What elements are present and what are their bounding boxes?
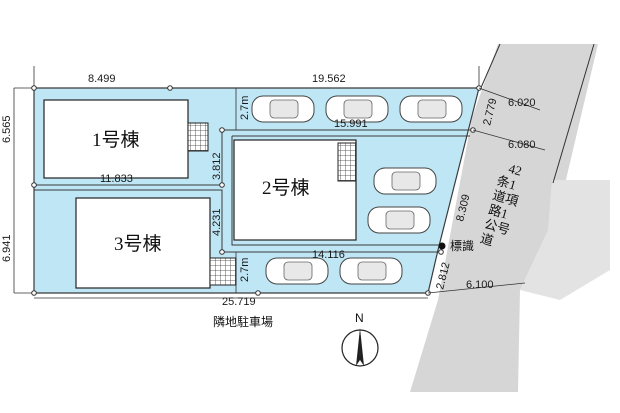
road-edge-upper — [479, 43, 501, 91]
road-area — [410, 44, 598, 392]
road-label-line: 公号 — [483, 216, 512, 238]
corner-dot — [31, 85, 37, 91]
neighbor-label: 隣地駐車場 — [213, 314, 273, 329]
north-arrow-icon — [341, 328, 379, 367]
dim-gap-upper: 3.812 — [211, 152, 223, 180]
road-label: 42 条1 道項 路1 公号 道 — [479, 161, 524, 249]
road-edge-right — [552, 43, 595, 184]
marker-label: 標識 — [450, 239, 474, 253]
building-3 — [75, 197, 211, 289]
marker-dot — [438, 242, 446, 250]
corner-dot — [438, 249, 444, 255]
building-1-label: 1号棟 — [92, 129, 140, 151]
road-label-line: 42 — [507, 161, 524, 179]
car-icon — [251, 95, 315, 123]
dim-lot2-bottom: 14.116 — [312, 249, 345, 261]
building-2-grid — [337, 142, 357, 182]
dim-parking-upper: 2.7m — [239, 96, 251, 120]
lot-division-2 — [34, 189, 441, 253]
dim-bottom: 25.719 — [222, 296, 256, 308]
lot-division-1 — [34, 129, 473, 186]
road-side-area — [520, 180, 610, 300]
building-3-label: 3号棟 — [114, 233, 162, 255]
car-icon — [373, 167, 437, 195]
corner-dot — [219, 249, 225, 255]
dim-road-width-top: 6.020 — [508, 97, 536, 109]
building-3-grid — [209, 257, 237, 286]
road-label-line: 条1 — [495, 173, 518, 193]
corner-dot — [255, 290, 261, 296]
corner-dot — [219, 127, 225, 133]
parking-cars — [251, 95, 463, 285]
building-2-label: 2号棟 — [262, 177, 310, 199]
car-icon — [367, 206, 431, 234]
lot-division-3 — [231, 136, 441, 246]
corner-dot — [167, 85, 173, 91]
road-label-line: 道項 — [491, 187, 520, 209]
car-icon — [265, 257, 329, 285]
dim-left-upper: 6.565 — [1, 115, 13, 143]
dim-road-width-mid: 6.080 — [508, 139, 536, 151]
dim-top-right: 19.562 — [312, 73, 346, 85]
road-label-line: 道 — [479, 231, 496, 249]
corner-dot — [31, 290, 37, 296]
dim-left-lower: 6.941 — [1, 234, 13, 262]
dimension-lines — [13, 66, 546, 299]
corner-markers — [31, 85, 482, 296]
dim-lot2-top: 15.991 — [334, 118, 368, 130]
car-icon — [325, 95, 389, 123]
car-icon — [399, 95, 463, 123]
building-1-grid — [187, 122, 209, 152]
north-label: N — [355, 311, 364, 325]
dim-top-left: 8.499 — [88, 73, 116, 85]
dim-parking-lower: 2.7m — [239, 258, 251, 282]
dim-gap-lower: 4.231 — [211, 208, 223, 236]
car-icon — [339, 257, 403, 285]
corner-dot — [31, 182, 37, 188]
building-2 — [233, 139, 357, 241]
road-label-line: 路1 — [487, 202, 510, 222]
dim-divider-lot1: 11.833 — [100, 173, 133, 185]
corner-dot — [219, 182, 225, 188]
dim-road-width-bottom: 6.100 — [466, 279, 494, 291]
